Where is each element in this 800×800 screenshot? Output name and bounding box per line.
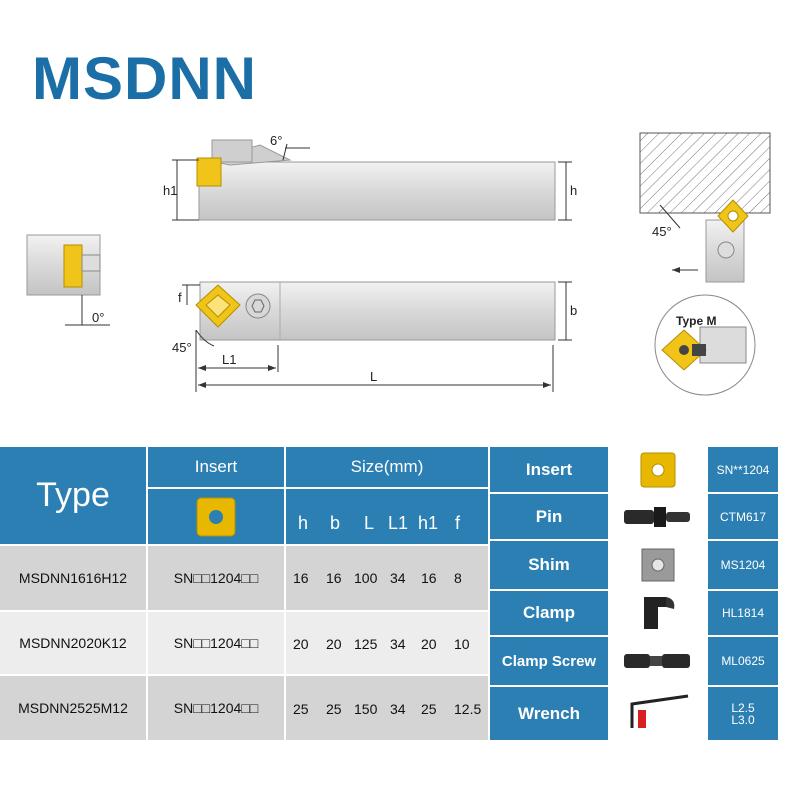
dim-h-label: h [570, 183, 577, 198]
dim-L-label: L [370, 369, 377, 384]
technical-drawing: 6° h1 h f b 45° L1 L 0° [26, 132, 771, 396]
row-2-f-value: 10 [454, 636, 470, 652]
part-shim-image [610, 541, 706, 589]
part-clamp-image [610, 591, 706, 635]
row-2-insert: SN□□1204□□ [148, 612, 284, 674]
row-1-L1-value: 34 [390, 570, 406, 586]
part-insert-code: SN**1204 [708, 447, 778, 492]
row-1-h-value: 16 [293, 570, 309, 586]
row-1-values [286, 546, 488, 610]
row-1-f-value: 8 [454, 570, 462, 586]
row-3-L1-value: 34 [390, 701, 406, 717]
row-2-b-value: 20 [326, 636, 342, 652]
type-header: Type [0, 447, 146, 544]
holder-top-view [182, 281, 572, 392]
part-wrench-image [610, 687, 706, 740]
row-1-model: MSDNN1616H12 [0, 546, 146, 610]
row-2-values [286, 612, 488, 674]
part-pin-image [610, 494, 706, 539]
column-h1: h1 [418, 513, 439, 533]
dim-h1-label: h1 [163, 183, 177, 198]
dim-L1-label: L1 [222, 352, 236, 367]
column-h: h [298, 513, 309, 533]
row-3-insert: SN□□1204□□ [148, 676, 284, 740]
row-2-L1-value: 34 [390, 636, 406, 652]
column-L1: L1 [388, 513, 409, 533]
part-clamp-screw-image [610, 637, 706, 685]
part-pin-label: Pin [490, 494, 608, 539]
row-2-model: MSDNN2020K12 [0, 612, 146, 674]
part-shim-label: Shim [490, 541, 608, 589]
row-1-b-value: 16 [326, 570, 342, 586]
part-insert-label: Insert [490, 447, 608, 492]
angle-45-right-label: 45° [652, 224, 672, 239]
part-wrench-code-line2: L3.0 [731, 712, 755, 727]
dim-f-label: f [178, 290, 182, 305]
part-shim-code: MS1204 [708, 541, 778, 589]
row-3-b-value: 25 [326, 701, 342, 717]
row-3-f-value: 12.5 [454, 701, 482, 717]
shim-icon [641, 548, 675, 582]
angle-0-label: 0° [92, 310, 104, 325]
part-clamp-screw-label: Clamp Screw [490, 637, 608, 685]
clamp-icon [644, 597, 675, 629]
part-clamp-label: Clamp [490, 591, 608, 635]
row-2-h1-value: 20 [421, 636, 437, 652]
holder-end-view [26, 234, 110, 326]
column-L: L [364, 513, 375, 533]
row-2-L-value: 125 [354, 636, 378, 652]
dim-b-label: b [570, 303, 577, 318]
row-2-h-value: 20 [293, 636, 309, 652]
part-clamp-screw-code: ML0625 [708, 637, 778, 685]
holder-side-view [172, 139, 572, 221]
workpiece-view [639, 132, 771, 283]
row-1-L-value: 100 [354, 570, 378, 586]
part-clamp-code: HL1814 [708, 591, 778, 635]
column-f: f [455, 513, 461, 533]
insert-icon [640, 452, 676, 487]
row-3-model: MSDNN2525M12 [0, 676, 146, 740]
column-headers [286, 489, 488, 544]
page-title: MSDNN [32, 45, 257, 112]
wrench-icon [630, 694, 689, 728]
insert-header-image [148, 489, 284, 544]
type-m-view [654, 294, 756, 396]
part-wrench-label: Wrench [490, 687, 608, 740]
size-header: Size(mm) [286, 447, 488, 487]
type-m-label: Type M [676, 314, 716, 328]
part-insert-image [610, 447, 706, 492]
part-pin-code: CTM617 [708, 494, 778, 539]
column-b: b [330, 513, 341, 533]
insert-header: Insert [148, 447, 284, 487]
screw-icon [624, 654, 690, 668]
angle-45-left-label: 45° [172, 340, 192, 355]
part-wrench-code-line1: L2.5 [731, 700, 755, 715]
angle-6-label: 6° [270, 133, 282, 148]
row-3-h1-value: 25 [421, 701, 437, 717]
row-1-h1-value: 16 [421, 570, 437, 586]
row-3-h-value: 25 [293, 701, 309, 717]
part-wrench-code: L2.5 L3.0 [708, 687, 778, 740]
row-3-L-value: 150 [354, 701, 378, 717]
row-1-insert: SN□□1204□□ [148, 546, 284, 610]
pin-icon [624, 506, 690, 527]
row-3-values [286, 676, 488, 740]
insert-icon [196, 497, 236, 536]
